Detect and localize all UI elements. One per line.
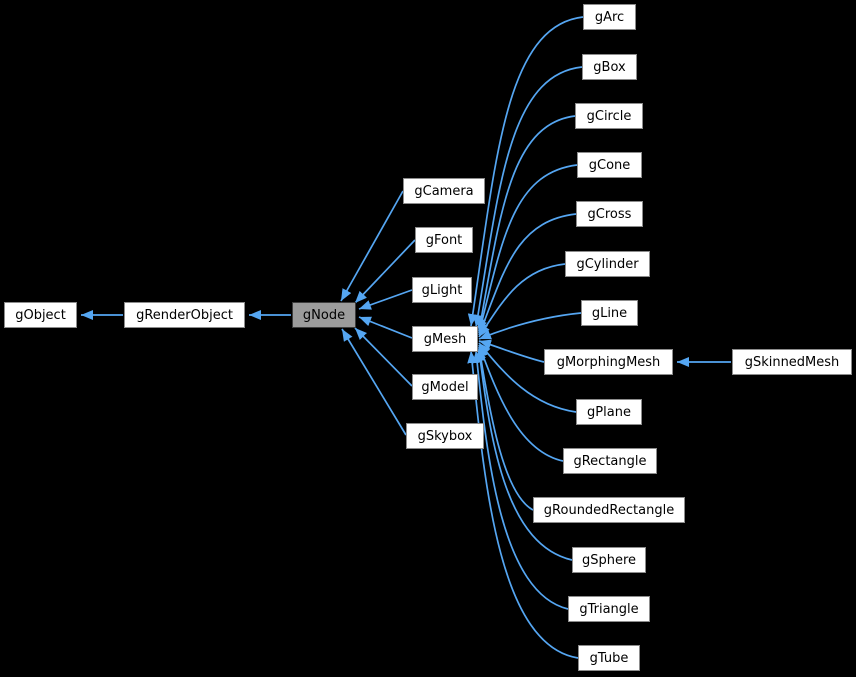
node-gCylinder[interactable]: gCylinder xyxy=(565,251,650,277)
edge-gSphere-to-gMesh xyxy=(475,348,573,561)
node-gMorphingMesh[interactable]: gMorphingMesh xyxy=(544,349,673,375)
edge-gBox-to-gMesh xyxy=(473,66,583,328)
edge-gRoundedRectangle-to-gMesh xyxy=(475,346,534,511)
node-gBox[interactable]: gBox xyxy=(582,54,637,80)
node-label: gObject xyxy=(15,307,66,323)
node-label: gMesh xyxy=(423,331,467,347)
edge-gArc-to-gMesh xyxy=(467,16,584,327)
edge-gCone-to-gMesh xyxy=(477,164,578,334)
node-gSkybox[interactable]: gSkybox xyxy=(406,423,484,449)
edge-gCamera-to-gNode xyxy=(340,190,404,302)
node-label: gFont xyxy=(425,232,463,248)
node-label: gCross xyxy=(587,206,632,222)
node-gModel[interactable]: gModel xyxy=(412,374,478,400)
edge-gLight-to-gNode xyxy=(358,289,413,310)
node-label: gLight xyxy=(421,282,463,298)
node-gFont[interactable]: gFont xyxy=(415,227,473,253)
node-label: gCylinder xyxy=(576,256,639,272)
node-label: gNode xyxy=(302,307,346,323)
node-label: gArc xyxy=(594,9,625,25)
node-gPlane[interactable]: gPlane xyxy=(576,399,642,425)
node-label: gTube xyxy=(589,650,629,666)
edge-gCylinder-to-gMesh xyxy=(478,263,566,338)
node-gMesh[interactable]: gMesh xyxy=(412,326,478,352)
edge-gRectangle-to-gMesh xyxy=(478,344,564,462)
node-gRectangle[interactable]: gRectangle xyxy=(563,448,657,474)
node-gNode: gNode xyxy=(292,302,356,328)
edge-gLine-to-gMesh xyxy=(478,312,582,340)
edge-gCross-to-gMesh xyxy=(478,213,577,336)
node-label: gModel xyxy=(421,379,469,395)
node-label: gCircle xyxy=(586,108,632,124)
node-label: gBox xyxy=(593,59,626,75)
edge-gMorphingMesh-to-gMesh xyxy=(478,339,545,363)
node-label: gRenderObject xyxy=(136,307,233,323)
node-gRoundedRectangle[interactable]: gRoundedRectangle xyxy=(533,497,685,523)
node-label: gPlane xyxy=(587,404,631,420)
edge-gSkybox-to-gNode xyxy=(341,328,407,436)
node-gCross[interactable]: gCross xyxy=(576,201,643,227)
node-gCamera[interactable]: gCamera xyxy=(403,178,485,204)
edge-gModel-to-gNode xyxy=(354,327,413,387)
node-gCircle[interactable]: gCircle xyxy=(575,103,643,129)
node-label: gCamera xyxy=(414,183,474,199)
node-label: gRoundedRectangle xyxy=(543,502,675,518)
node-label: gSphere xyxy=(581,552,637,568)
node-gSkinnedMesh[interactable]: gSkinnedMesh xyxy=(732,349,852,375)
node-gTube[interactable]: gTube xyxy=(578,645,640,671)
node-gLine[interactable]: gLine xyxy=(581,300,638,326)
node-label: gRectangle xyxy=(573,453,647,469)
node-gArc[interactable]: gArc xyxy=(583,4,636,30)
node-gObject[interactable]: gObject xyxy=(4,302,77,328)
node-gLight[interactable]: gLight xyxy=(412,277,472,303)
node-label: gCone xyxy=(588,157,631,173)
node-label: gMorphingMesh xyxy=(556,354,661,370)
node-gRenderObject[interactable]: gRenderObject xyxy=(124,302,245,328)
node-gCone[interactable]: gCone xyxy=(577,152,642,178)
edge-gFont-to-gNode xyxy=(354,239,416,304)
node-gSphere[interactable]: gSphere xyxy=(572,547,646,573)
node-gTriangle[interactable]: gTriangle xyxy=(568,596,650,622)
edge-gCircle-to-gMesh xyxy=(476,115,576,332)
edge-gTube-to-gMesh xyxy=(467,350,579,659)
node-label: gSkybox xyxy=(417,428,473,444)
edge-gMesh-to-gNode xyxy=(358,316,413,339)
node-label: gSkinnedMesh xyxy=(744,354,840,370)
node-label: gLine xyxy=(591,305,628,321)
edge-gTriangle-to-gMesh xyxy=(472,350,569,610)
node-label: gTriangle xyxy=(579,601,639,617)
